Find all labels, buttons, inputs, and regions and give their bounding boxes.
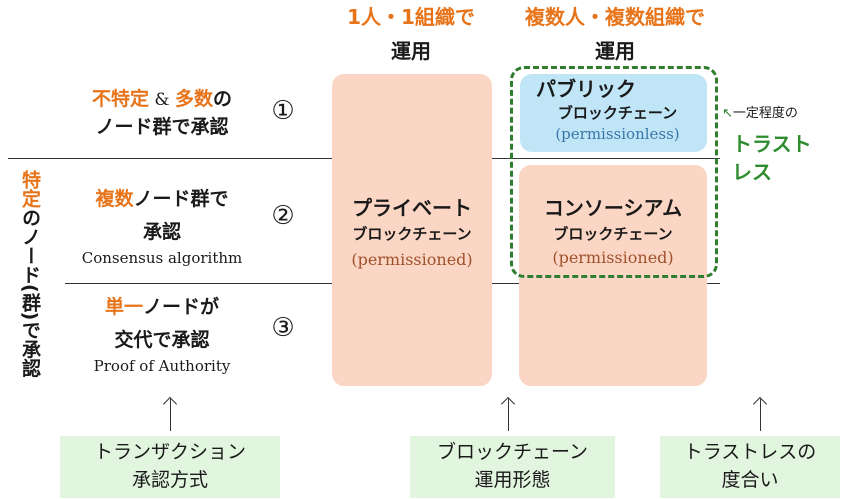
column-header-multi-line1: 複数人・複数組織で xyxy=(525,5,705,29)
arrow-up-1 xyxy=(170,399,171,431)
footer-trustless-degree: トラストレスの 度合い xyxy=(660,436,840,498)
trustless-prefix-text: 一定程度の xyxy=(732,106,798,121)
row3-sub: Proof of Authority xyxy=(93,357,231,375)
footer3-line1: トラストレスの xyxy=(683,441,817,463)
footer2-line2: 運用形態 xyxy=(474,469,551,491)
row2-highlight: 複数 xyxy=(95,188,134,210)
column-header-single-line1: 1人・1組織で xyxy=(347,5,475,29)
trustless-note: ↖一定程度の トラスト レス xyxy=(722,104,842,186)
consortium-box-text: コンソーシアム ブロックチェーン (permissioned) xyxy=(519,194,707,267)
row1-rest1: の xyxy=(212,88,232,110)
public-title2: ブロックチェーン xyxy=(557,104,678,122)
row3-number: ③ xyxy=(271,313,295,343)
row2-line2: 承認 xyxy=(142,221,181,243)
row1-amp: & xyxy=(149,90,175,110)
row1-number: ① xyxy=(271,96,295,126)
private-box-text: プライベート ブロックチェーン (permissioned) xyxy=(332,194,492,269)
column-header-single-line2: 運用 xyxy=(391,39,431,63)
side-label-rest: のノード(群)で承認 xyxy=(19,208,41,378)
row1-line2: ノード群で承認 xyxy=(95,116,229,138)
consortium-title1: コンソーシアム xyxy=(543,196,683,220)
public-sub: (permissionless) xyxy=(555,125,680,143)
row2-sub: Consensus algorithm xyxy=(81,249,243,267)
consortium-title2: ブロックチェーン xyxy=(553,225,673,243)
arrow-up-2 xyxy=(508,399,509,431)
row2-rest1: ノード群で xyxy=(133,188,229,210)
public-box-text: パブリック ブロックチェーン (permissionless) xyxy=(530,76,705,144)
row3-highlight: 単一 xyxy=(104,296,143,318)
row3-line2: 交代で承認 xyxy=(114,329,210,351)
row3-label: 単一ノードが 交代で承認 Proof of Authority xyxy=(62,294,262,376)
private-sub: (permissioned) xyxy=(351,250,473,269)
row2-label: 複数ノード群で 承認 Consensus algorithm xyxy=(62,186,262,268)
public-blockchain-box xyxy=(520,74,707,152)
row2-line1: 複数ノード群で xyxy=(62,186,262,213)
row2-number: ② xyxy=(271,201,295,231)
trustless-line2: レス xyxy=(732,160,772,184)
arrow-up-3 xyxy=(760,399,761,431)
row1-highlight1: 不特定 xyxy=(92,88,150,110)
private-title2: ブロックチェーン xyxy=(352,225,472,243)
trustless-line1: トラスト xyxy=(732,132,812,156)
row1-label: 不特定 & 多数の ノード群で承認 xyxy=(62,86,262,141)
footer2-line1: ブロックチェーン xyxy=(436,441,589,463)
column-header-multi: 複数人・複数組織で 運用 xyxy=(500,2,730,66)
footer3-line2: 度合い xyxy=(721,469,779,491)
row1-line1: 不特定 & 多数の xyxy=(62,86,262,114)
footer-transaction-approval: トランザクション 承認方式 xyxy=(60,436,280,498)
trustless-note-prefix: ↖一定程度の xyxy=(722,104,842,124)
column-header-multi-line2: 運用 xyxy=(595,39,635,63)
specific-nodes-side-label: 特定のノード(群)で承認 xyxy=(18,170,42,395)
trustless-dashed-outline xyxy=(510,66,718,278)
arrow-icon: ↖ xyxy=(722,106,733,121)
consortium-sub: (permissioned) xyxy=(552,248,674,267)
row3-rest1: ノードが xyxy=(143,296,220,318)
public-title1: パブリック xyxy=(536,77,636,101)
footer1-line1: トランザクション xyxy=(93,441,246,463)
side-label-highlight: 特定 xyxy=(19,170,41,208)
row3-line1: 単一ノードが xyxy=(62,294,262,321)
private-blockchain-box xyxy=(332,74,492,386)
private-title1: プライベート xyxy=(352,196,472,220)
column-header-single: 1人・1組織で 運用 xyxy=(318,2,504,66)
footer-operation-form: ブロックチェーン 運用形態 xyxy=(410,436,615,498)
footer1-line2: 承認方式 xyxy=(131,469,208,491)
row1-highlight2: 多数 xyxy=(174,88,213,110)
